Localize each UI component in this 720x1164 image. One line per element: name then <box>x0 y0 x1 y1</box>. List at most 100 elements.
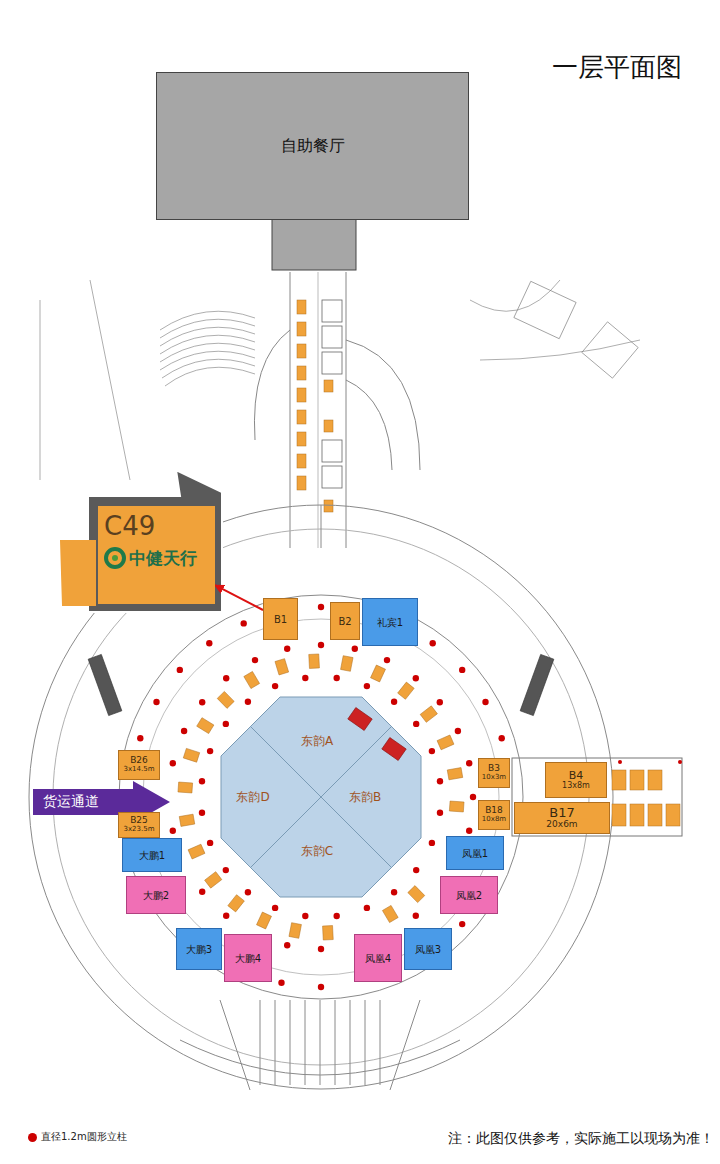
booth: B1810x8m <box>478 800 510 830</box>
column-dot <box>223 913 229 919</box>
leader-arrow <box>215 585 263 610</box>
east-corridor <box>612 804 626 826</box>
callout-frame <box>88 470 222 612</box>
column-dot <box>272 905 278 911</box>
node-detail: 10x8m <box>482 816 506 824</box>
column-dot <box>137 735 143 741</box>
column-dot <box>364 683 370 689</box>
node-label: 大鹏4 <box>235 953 261 964</box>
column-dot <box>459 667 465 673</box>
node-label: B17 <box>549 806 574 820</box>
restaurant-building: 自助餐厅 <box>156 72 469 220</box>
hall-section: 东韵C <box>292 842 342 862</box>
column-dot <box>429 840 435 846</box>
node-label: 凤凰3 <box>415 944 441 955</box>
corridor-room <box>322 300 342 322</box>
stage-block <box>348 708 372 731</box>
column-dot <box>241 620 247 626</box>
node-label: 凤凰2 <box>456 890 482 901</box>
node-label: B2 <box>338 616 351 627</box>
node-detail: 20x6m <box>546 820 577 830</box>
east-corridor <box>648 770 662 790</box>
column-dot <box>223 867 229 873</box>
corridor-booth <box>297 432 306 446</box>
node-label: B4 <box>569 770 584 782</box>
meeting-room: 凤凰4 <box>354 934 402 982</box>
meeting-room: 大鹏4 <box>224 934 272 982</box>
logo-row: 中健天行 <box>104 547 197 570</box>
column-dot <box>181 728 187 734</box>
corridor-booth <box>297 300 306 314</box>
column-dot <box>466 760 472 766</box>
node-label: B25 <box>130 816 148 826</box>
node-label: B3 <box>488 764 500 774</box>
column-dot <box>170 760 176 766</box>
east-corridor <box>648 804 662 826</box>
hall-section: 东韵A <box>292 732 342 752</box>
small-booth <box>257 912 272 929</box>
callout-frame <box>60 540 96 606</box>
corridor-room <box>322 466 342 488</box>
column-dot <box>391 889 397 895</box>
corridor-room <box>322 352 342 374</box>
column-dot <box>470 794 476 800</box>
column-dot <box>352 646 358 652</box>
node-label: 大鹏2 <box>143 890 169 901</box>
small-booth <box>179 814 194 826</box>
corridor-booth <box>297 454 306 468</box>
callout-frame <box>60 470 222 612</box>
node-label: 大鹏3 <box>186 944 212 955</box>
node-label: 东韵D <box>236 791 269 804</box>
east-corridor <box>612 770 626 790</box>
small-booth <box>382 905 398 922</box>
corridor-booth <box>324 500 333 512</box>
seating-area <box>40 280 640 480</box>
node-label: 东韵A <box>301 735 333 748</box>
small-booth <box>228 895 245 912</box>
column-dot <box>278 980 284 986</box>
node-label: 货运通道 <box>43 794 99 809</box>
small-booth <box>289 923 301 939</box>
meeting-room: 凤凰1 <box>446 836 504 870</box>
small-booth <box>437 735 454 750</box>
node-detail: 13x8m <box>562 782 590 791</box>
page-title: 一层平面图 <box>552 50 682 85</box>
stage-block <box>348 708 406 761</box>
column-dot <box>318 946 324 952</box>
column-dot <box>302 913 308 919</box>
column-dot <box>437 699 443 705</box>
column-dot <box>170 828 176 834</box>
column-dot <box>334 675 340 681</box>
node-detail: 3x23.5m <box>123 826 154 834</box>
corridor-booth <box>297 344 306 358</box>
hall-wall <box>29 505 613 1089</box>
column-dot <box>272 683 278 689</box>
column-dot <box>466 828 472 834</box>
column-dot <box>413 867 419 873</box>
central-hall <box>221 697 421 897</box>
column-dot <box>429 748 435 754</box>
small-booth <box>183 748 199 762</box>
small-booth <box>449 801 464 812</box>
building-stem <box>272 218 356 270</box>
column-dot <box>437 778 443 784</box>
booth: B1 <box>263 598 298 640</box>
logo-core <box>112 555 118 561</box>
booth: B310x3m <box>478 758 510 788</box>
small-booth <box>205 872 222 888</box>
column-dot <box>318 984 324 990</box>
central-hall <box>221 697 421 897</box>
meeting-room: 大鹏1 <box>122 838 182 872</box>
small-booth <box>408 886 425 903</box>
booth: B263x14.5m <box>118 750 160 780</box>
column-dot <box>199 810 205 816</box>
small-booth <box>371 665 386 682</box>
column-dot <box>334 913 340 919</box>
column-dot <box>302 675 308 681</box>
stage-block <box>382 738 406 761</box>
column-dot <box>153 699 159 705</box>
legend-swatch <box>28 1133 37 1142</box>
small-booth <box>341 656 353 672</box>
hall-wall <box>29 505 613 1090</box>
note-text: 注：此图仅供参考，实际施工以现场为准！ <box>448 1130 714 1148</box>
